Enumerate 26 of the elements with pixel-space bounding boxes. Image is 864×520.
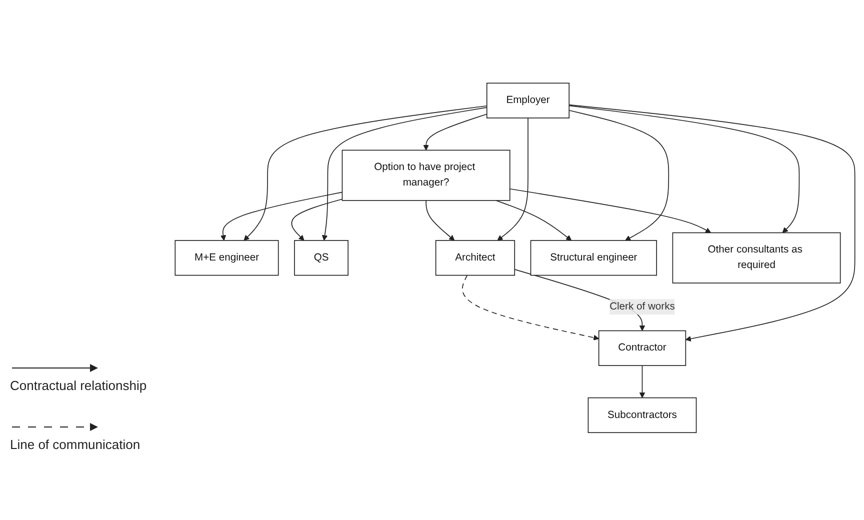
node-box: Employer [486,82,570,118]
node-box: Other consultants as required [672,232,841,284]
node-box: M+E engineer [174,240,279,276]
node-box: Option to have project manager? [342,150,510,202]
arrow [426,200,455,241]
arrow [462,274,600,340]
arrow [322,107,488,241]
arrow [568,110,670,241]
arrow [220,192,343,241]
arrow [568,104,856,342]
arrow [568,105,800,234]
edge-label: Clerk of works [610,301,675,312]
arrow [509,188,712,234]
arrow [496,200,572,241]
node-box: Contractor [598,330,686,366]
arrow [497,118,528,241]
legend-label: Line of communication [10,437,142,452]
node-box: QS [294,240,348,276]
node-box: Subcontractors [588,397,697,434]
arrow [291,198,343,241]
node-box: Structural engineer [530,240,657,276]
arrow [639,365,646,398]
arrow [244,106,488,241]
legend-label: Contractual relationship [10,378,148,393]
arrow [423,114,488,151]
node-box: Architect [435,240,516,276]
